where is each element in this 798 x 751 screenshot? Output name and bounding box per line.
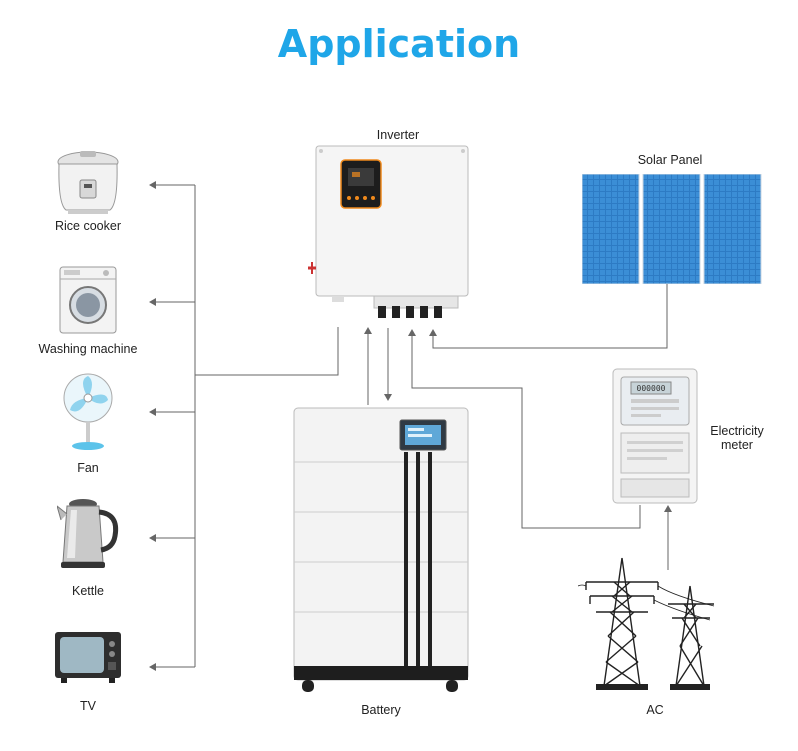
rice-cooker-label: Rice cooker [55,219,121,233]
solar-panel-icon [582,174,762,284]
kettle-label: Kettle [72,584,104,598]
electricity-meter-label-line2: meter [721,438,753,452]
tv-label: TV [80,699,96,713]
fan-icon [63,373,113,450]
electricity-meter-icon: 000000 [612,368,698,504]
page-title: Application [277,22,521,66]
washing-machine-icon [59,266,117,334]
transmission-tower-icon [578,557,715,690]
svg-text:000000: 000000 [637,384,666,393]
electricity-meter-label-line1: Electricity [710,424,764,438]
solar-panel-label: Solar Panel [637,153,703,167]
inverter-icon [308,145,469,318]
inverter-label: Inverter [376,128,420,142]
kettle-icon [57,499,119,568]
battery-label: Battery [361,703,401,717]
washing-machine-label: Washing machine [38,342,138,356]
ac-label: AC [646,703,664,717]
rice-cooker-icon [57,151,119,214]
battery-icon [293,407,469,692]
tv-icon [55,632,121,683]
fan-label: Fan [77,461,99,475]
